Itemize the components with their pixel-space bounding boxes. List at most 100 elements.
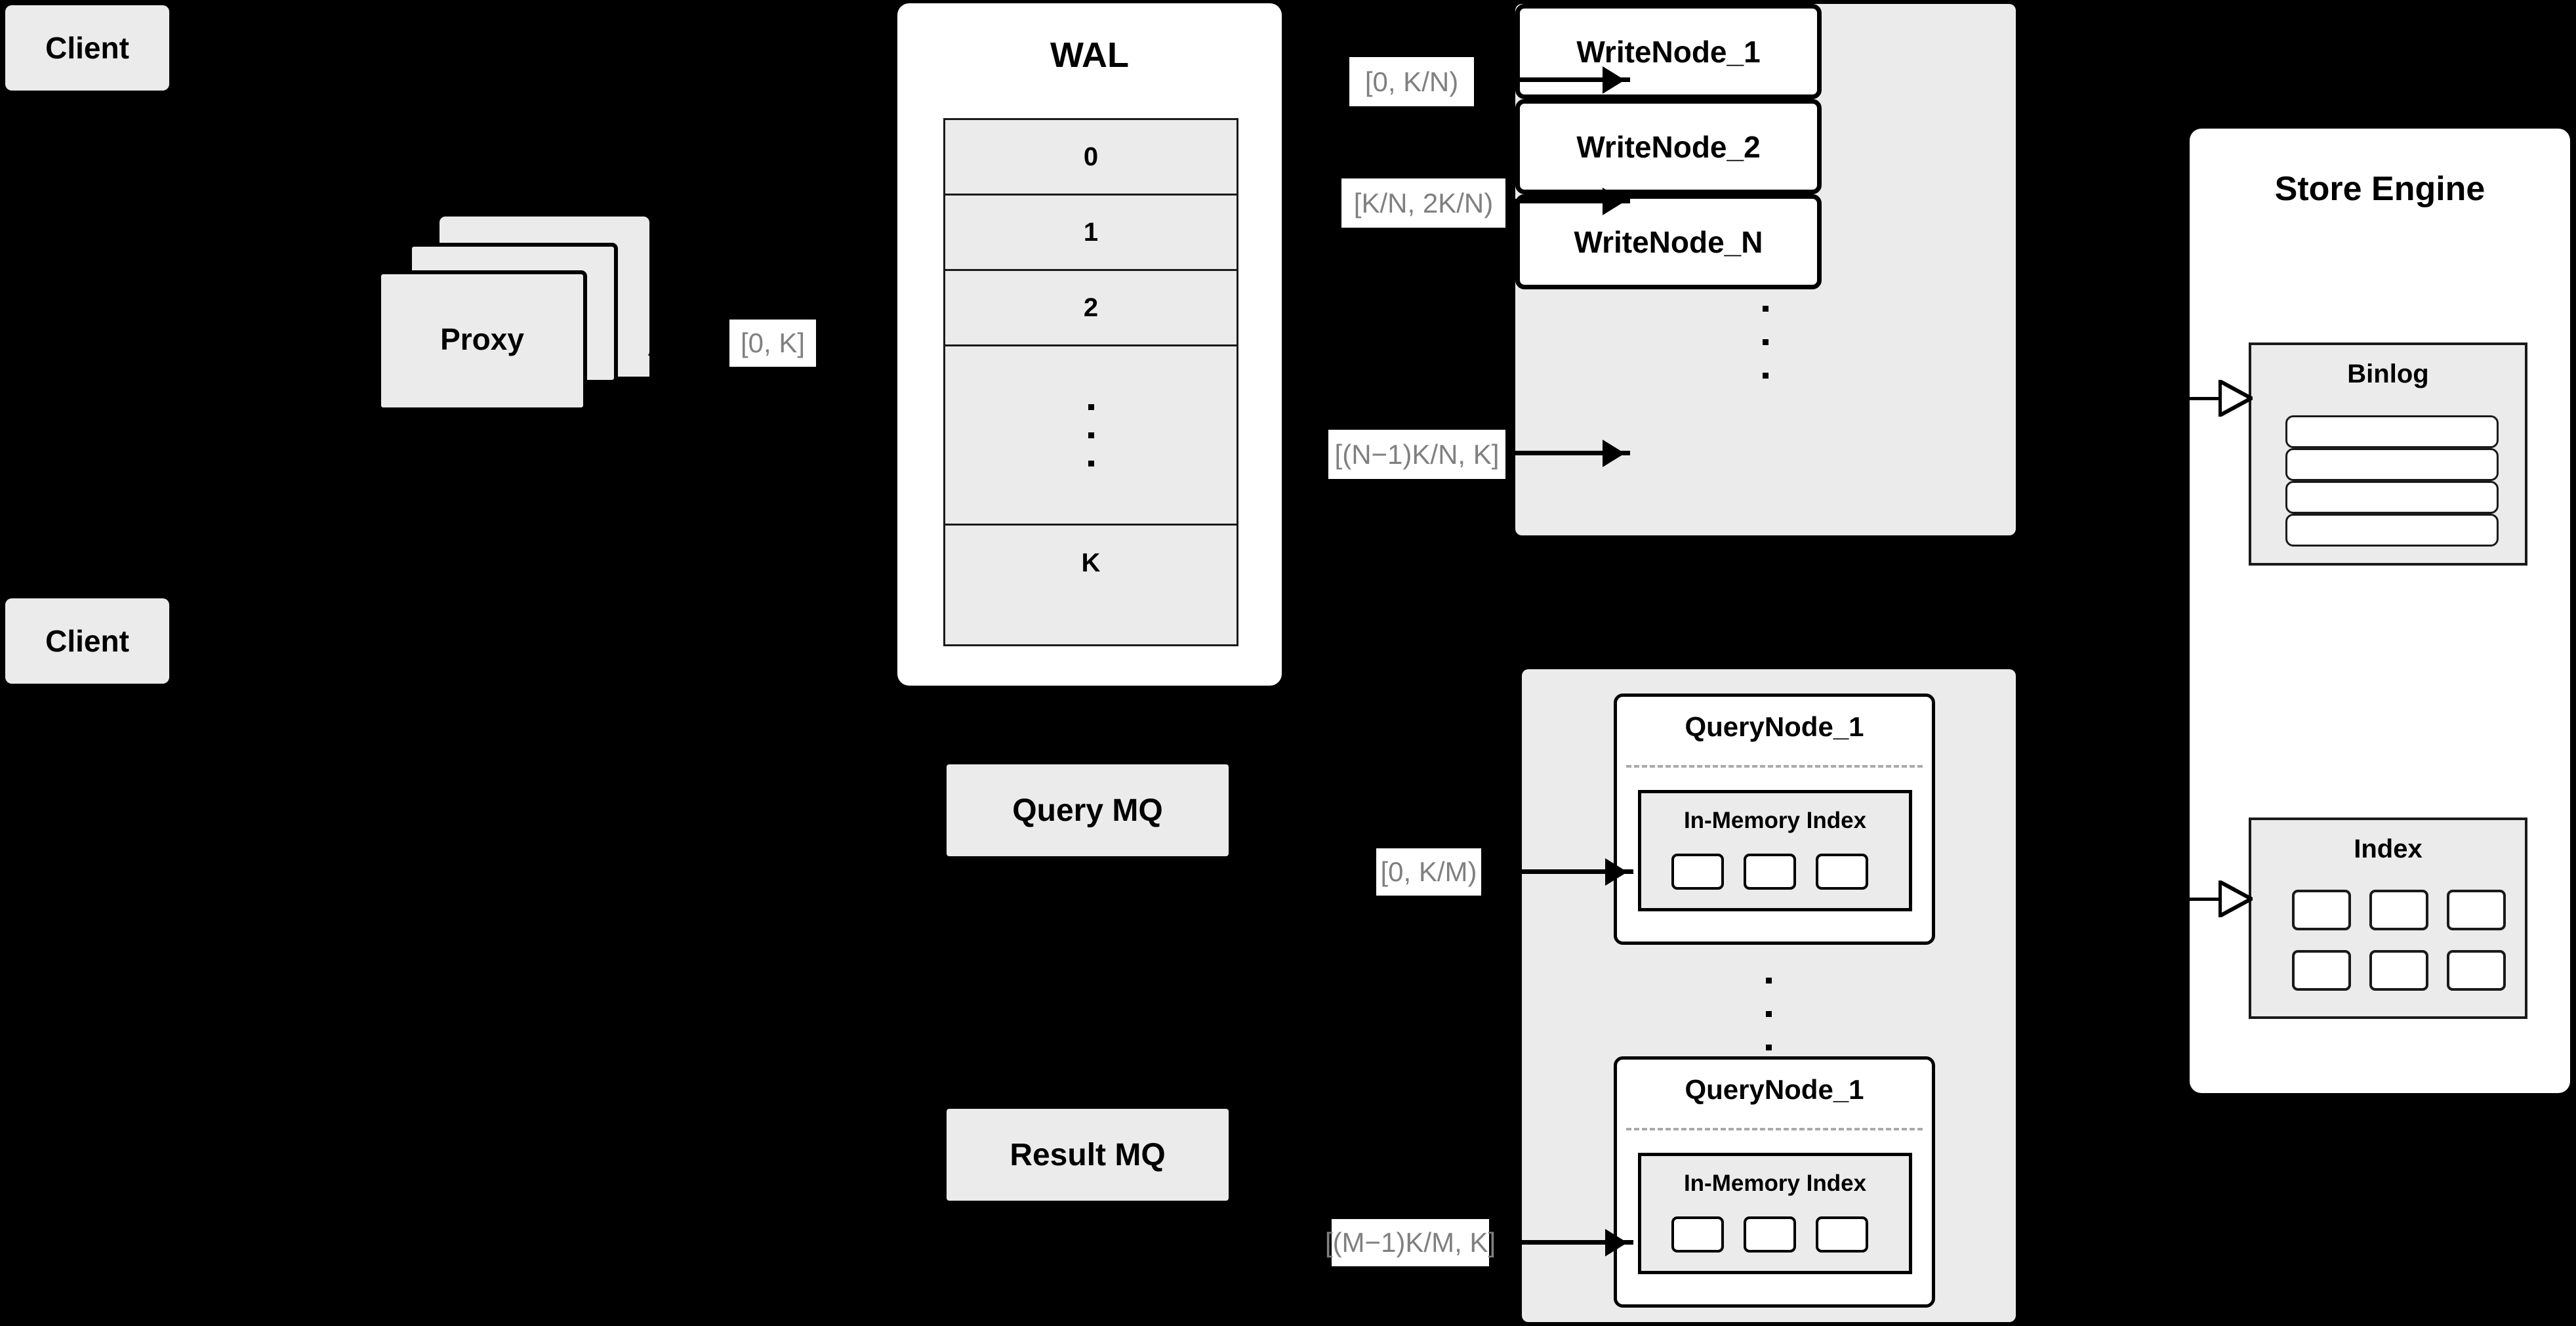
range-label-querynode-2: [(M−1)K/M, K] bbox=[1325, 1219, 1496, 1266]
proxy-stack[interactable]: Proxy bbox=[377, 217, 672, 426]
query-mq-box[interactable]: Query MQ bbox=[947, 764, 1229, 856]
store-engine-panel: Store Engine Binlog Index bbox=[2190, 129, 2570, 1093]
in-memory-index-cell-1-1[interactable] bbox=[1671, 854, 1724, 890]
binlog-bar-3[interactable] bbox=[2285, 481, 2499, 514]
index-cell-1-3[interactable] bbox=[2447, 890, 2506, 930]
client-label-1: Client bbox=[45, 31, 129, 65]
arrow-head-querynode-1 bbox=[1605, 858, 1627, 886]
index-title: Index bbox=[2354, 835, 2423, 863]
wal-row-0[interactable]: 0 bbox=[945, 120, 1237, 196]
query-node-box-2[interactable]: QueryNode_1 In-Memory Index bbox=[1614, 1056, 1935, 1308]
wal-row-k[interactable]: K bbox=[945, 526, 1237, 600]
wal-row-ellipsis bbox=[945, 346, 1237, 526]
index-cell-2-1[interactable] bbox=[2292, 950, 2351, 991]
wal-row-2[interactable]: 2 bbox=[945, 271, 1237, 346]
wal-row-1[interactable]: 1 bbox=[945, 196, 1237, 271]
wal-row-1-label: 1 bbox=[1083, 217, 1099, 247]
store-engine-title: Store Engine bbox=[2274, 170, 2485, 208]
query-node-label-2: QueryNode_1 bbox=[1685, 1074, 1864, 1105]
in-memory-index-cell-2-1[interactable] bbox=[1671, 1216, 1724, 1253]
arrow-line-writenode-1 bbox=[1505, 77, 1630, 82]
arrow-line-index bbox=[2190, 898, 2224, 901]
query-node-divider-2 bbox=[1626, 1128, 1923, 1130]
query-mq-label: Query MQ bbox=[1012, 793, 1163, 828]
binlog-title: Binlog bbox=[2347, 360, 2429, 388]
arrow-line-querynode-2 bbox=[1512, 1240, 1633, 1245]
in-memory-index-cell-2-2[interactable] bbox=[1744, 1216, 1796, 1253]
arrow-line-binlog bbox=[2190, 397, 2224, 400]
index-cell-1-2[interactable] bbox=[2369, 890, 2428, 930]
client-label-2: Client bbox=[45, 624, 129, 658]
range-label-proxy-to-wal-text: [0, K] bbox=[740, 327, 806, 358]
query-node-box-1[interactable]: QueryNode_1 In-Memory Index bbox=[1614, 694, 1935, 945]
result-mq-label: Result MQ bbox=[1010, 1137, 1166, 1172]
in-memory-index-panel-1: In-Memory Index bbox=[1638, 790, 1912, 911]
query-node-label-1: QueryNode_1 bbox=[1685, 711, 1864, 742]
write-ellipsis-dot-1 bbox=[1763, 305, 1768, 312]
index-cell-1-1[interactable] bbox=[2292, 890, 2351, 930]
write-node-box-n[interactable]: WriteNode_N bbox=[1515, 194, 1822, 289]
write-node-box-1[interactable]: WriteNode_1 bbox=[1515, 4, 1822, 99]
binlog-bar-4[interactable] bbox=[2285, 514, 2499, 547]
binlog-bar-1[interactable] bbox=[2285, 415, 2499, 448]
wal-row-2-label: 2 bbox=[1083, 293, 1099, 322]
range-label-querynode-2-text: [(M−1)K/M, K] bbox=[1324, 1227, 1496, 1258]
wal-table: 0 1 2 K bbox=[943, 118, 1238, 646]
wal-row-k-label: K bbox=[1081, 548, 1101, 577]
write-node-cluster-panel: WriteNode_1 WriteNode_2 WriteNode_N bbox=[1515, 4, 2016, 535]
arrow-line-querynode-1 bbox=[1512, 869, 1633, 874]
arrow-head-writenode-n bbox=[1603, 440, 1625, 467]
in-memory-index-title-1: In-Memory Index bbox=[1683, 808, 1867, 833]
write-node-box-2[interactable]: WriteNode_2 bbox=[1515, 99, 1822, 194]
arrow-head-hollow-binlog bbox=[2218, 380, 2253, 417]
client-box-1[interactable]: Client bbox=[5, 5, 169, 91]
write-node-label-2: WriteNode_2 bbox=[1576, 129, 1761, 164]
range-label-writenode-1: [0, K/N) bbox=[1349, 57, 1474, 106]
arrow-head-writenode-2 bbox=[1603, 188, 1625, 215]
range-label-writenode-n-text: [(N−1)K/N, K] bbox=[1334, 438, 1500, 470]
proxy-label: Proxy bbox=[440, 322, 524, 356]
index-cell-2-2[interactable] bbox=[2369, 950, 2428, 991]
binlog-bar-2[interactable] bbox=[2285, 448, 2499, 481]
wal-row-0-label: 0 bbox=[1083, 142, 1099, 171]
query-ellipsis-dot-3 bbox=[1766, 1044, 1772, 1050]
wal-ellipsis-dot-1 bbox=[1088, 404, 1094, 410]
arrow-line-writenode-n bbox=[1505, 451, 1630, 455]
range-label-querynode-1: [0, K/M) bbox=[1376, 848, 1481, 896]
write-node-label-n: WriteNode_N bbox=[1574, 224, 1763, 259]
arrow-head-hollow-index bbox=[2218, 881, 2253, 917]
in-memory-index-title-2: In-Memory Index bbox=[1683, 1171, 1867, 1196]
wal-title: WAL bbox=[1050, 35, 1129, 75]
query-node-ellipsis bbox=[1522, 958, 2016, 1069]
wal-ellipsis-dot-3 bbox=[1088, 460, 1094, 466]
range-label-writenode-n: [(N−1)K/N, K] bbox=[1328, 430, 1505, 479]
in-memory-index-cell-1-3[interactable] bbox=[1816, 854, 1868, 890]
binlog-panel: Binlog bbox=[2249, 342, 2527, 566]
in-memory-index-cell-1-2[interactable] bbox=[1744, 854, 1796, 890]
in-memory-index-panel-2: In-Memory Index bbox=[1638, 1153, 1912, 1274]
query-node-divider-1 bbox=[1626, 765, 1923, 768]
client-box-2[interactable]: Client bbox=[5, 598, 169, 684]
arrow-head-querynode-2 bbox=[1605, 1229, 1627, 1256]
result-mq-box[interactable]: Result MQ bbox=[947, 1109, 1229, 1201]
query-node-cluster-panel: QueryNode_1 In-Memory Index QueryNode_1 … bbox=[1522, 669, 2016, 1322]
write-ellipsis-dot-2 bbox=[1763, 339, 1768, 345]
proxy-card-front[interactable]: Proxy bbox=[377, 270, 587, 411]
wal-ellipsis-dot-2 bbox=[1088, 432, 1094, 438]
range-label-proxy-to-wal: [0, K] bbox=[729, 320, 816, 367]
index-cell-2-3[interactable] bbox=[2447, 950, 2506, 991]
wal-panel: WAL 0 1 2 K bbox=[897, 3, 1282, 686]
write-node-ellipsis bbox=[1515, 283, 2016, 401]
index-panel: Index bbox=[2249, 818, 2527, 1019]
write-node-label-1: WriteNode_1 bbox=[1576, 34, 1761, 69]
arrow-head-writenode-1 bbox=[1603, 66, 1625, 94]
query-ellipsis-dot-1 bbox=[1766, 977, 1772, 984]
range-label-writenode-1-text: [0, K/N) bbox=[1364, 66, 1459, 97]
range-label-querynode-1-text: [0, K/M) bbox=[1380, 856, 1477, 887]
write-ellipsis-dot-3 bbox=[1763, 372, 1768, 379]
arrow-line-writenode-2 bbox=[1505, 199, 1630, 203]
in-memory-index-cell-2-3[interactable] bbox=[1816, 1216, 1868, 1253]
range-label-writenode-2-text: [K/N, 2K/N) bbox=[1353, 187, 1494, 218]
range-label-writenode-2: [K/N, 2K/N) bbox=[1341, 178, 1505, 228]
